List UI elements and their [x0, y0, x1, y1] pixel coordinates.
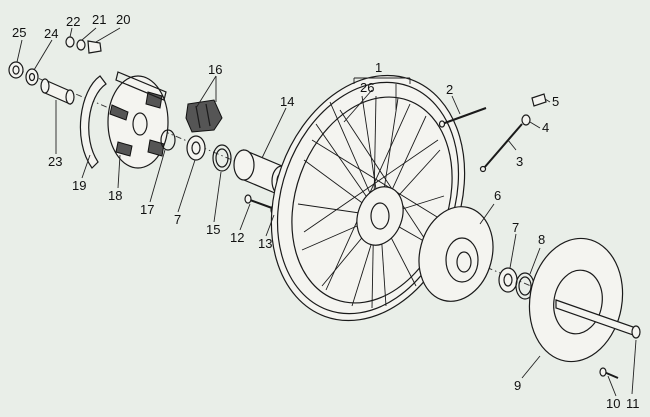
- label-10: 10: [606, 396, 620, 411]
- label-19: 19: [72, 178, 86, 193]
- label-7-right: 7: [512, 220, 519, 235]
- part-20-clip: [87, 40, 102, 54]
- part-12-bolt: [244, 194, 273, 209]
- label-18: 18: [108, 188, 122, 203]
- label-25: 25: [12, 25, 26, 40]
- part-23-spacer: [40, 78, 75, 105]
- label-3: 3: [516, 154, 523, 169]
- label-17: 17: [140, 202, 154, 217]
- label-6: 6: [494, 188, 501, 203]
- part-3-spoke: [479, 123, 523, 173]
- part-24-washer: [25, 68, 39, 86]
- part-22-bolt: [65, 36, 75, 48]
- label-9: 9: [514, 378, 521, 393]
- label-24: 24: [44, 26, 58, 41]
- part-4-nipple: [521, 114, 531, 126]
- label-13: 13: [258, 236, 272, 251]
- label-7-left: 7: [174, 212, 181, 227]
- part-16-cush-rubbers: [185, 99, 223, 133]
- label-26: 26: [360, 80, 374, 95]
- part-18-brake-plate: [107, 71, 169, 169]
- part-11-axle: [555, 299, 641, 339]
- part-9-brake-disc: [528, 237, 624, 363]
- part-5-nipple: [531, 93, 547, 107]
- label-8: 8: [538, 232, 545, 247]
- part-7-bearing-left: [186, 135, 206, 161]
- label-12: 12: [230, 230, 244, 245]
- label-4: 4: [542, 120, 549, 135]
- label-20: 20: [116, 12, 130, 27]
- label-2: 2: [446, 82, 453, 97]
- label-22: 22: [66, 14, 80, 29]
- label-21: 21: [92, 12, 106, 27]
- part-26-rim: [270, 74, 466, 322]
- part-17-circlip: [160, 129, 176, 151]
- part-6-hub-flange: [418, 206, 494, 302]
- leader-lines: [16, 27, 637, 397]
- label-5: 5: [552, 94, 559, 109]
- part-25-axle-nut: [8, 61, 24, 79]
- part-21-washer: [76, 39, 86, 51]
- label-15: 15: [206, 222, 220, 237]
- part-15-ring: [212, 144, 232, 172]
- label-23: 23: [48, 154, 62, 169]
- label-11: 11: [626, 396, 640, 411]
- part-10-bolt: [599, 367, 619, 379]
- part-19-brake-shoe: [79, 75, 107, 169]
- label-16: 16: [208, 62, 222, 77]
- part-7-bearing-right: [498, 267, 518, 293]
- part-2-spoke: [438, 107, 487, 128]
- label-1: 1: [375, 60, 382, 75]
- label-14: 14: [280, 94, 294, 109]
